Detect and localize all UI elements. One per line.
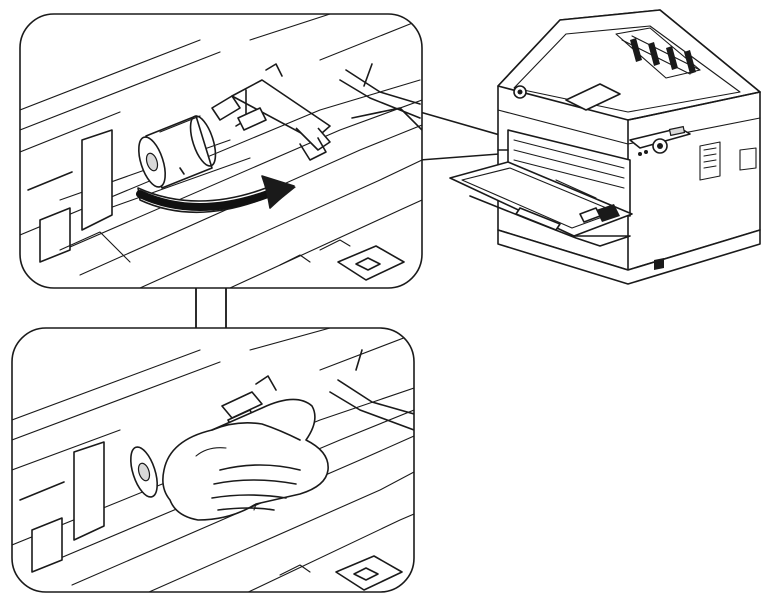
rear-vents bbox=[630, 38, 696, 74]
side-vents bbox=[699, 141, 757, 181]
paper-roller-icon bbox=[130, 446, 158, 498]
manual-feed-tray bbox=[449, 129, 633, 247]
paper-path-guides bbox=[20, 14, 422, 288]
rotate-arrow-icon bbox=[136, 175, 296, 214]
push-symbol-icon bbox=[337, 245, 405, 281]
panel-connector bbox=[195, 285, 227, 331]
left-side-frame bbox=[81, 129, 113, 231]
paper-path-guides-bottom bbox=[12, 328, 414, 592]
power-button-icon bbox=[513, 85, 527, 99]
wipe-pickup-roller-callout bbox=[11, 327, 415, 593]
roller-holder-bracket bbox=[211, 79, 331, 161]
operator-panel bbox=[629, 125, 691, 156]
printer-icon bbox=[449, 9, 761, 285]
rotate-pickup-roller-callout bbox=[19, 13, 423, 289]
hand-with-cloth-icon bbox=[162, 398, 329, 521]
paper-roller-icon bbox=[138, 115, 217, 189]
push-symbol-icon bbox=[335, 555, 403, 591]
